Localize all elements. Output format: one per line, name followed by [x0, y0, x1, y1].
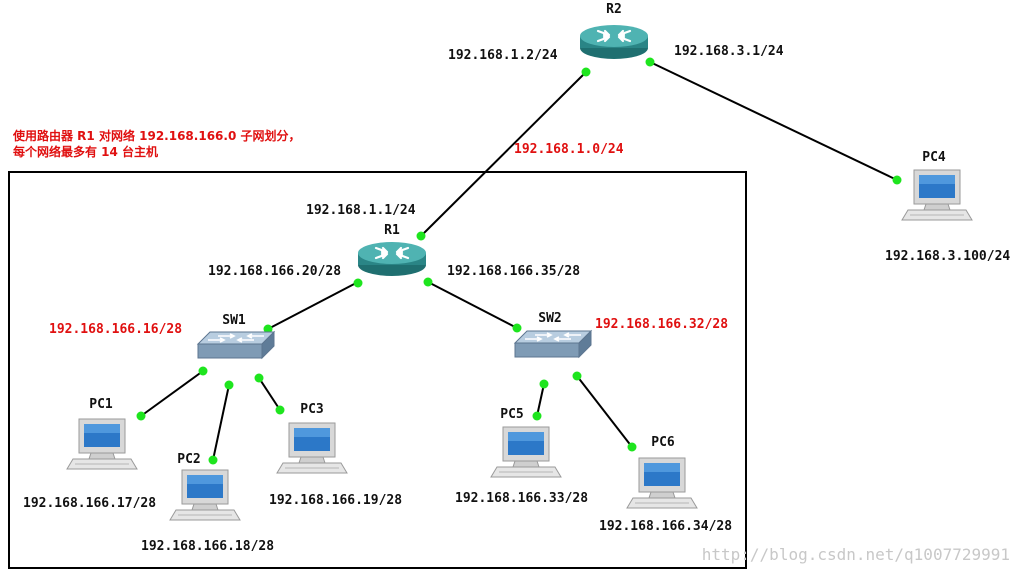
switch-icon-sw1[interactable]: [197, 331, 275, 359]
device-label-pc1: PC1: [89, 397, 113, 412]
link-sw2-pc6: [576, 375, 633, 448]
link-r1-sw1: [267, 281, 359, 330]
subnet-sw2: 192.168.166.32/28: [595, 317, 728, 332]
pc-icon-pc5[interactable]: [490, 426, 562, 478]
link-sw1-pc2: [212, 384, 230, 461]
link-sw1-pc3: [258, 377, 281, 411]
task-note-line1: 使用路由器 R1 对网络 192.168.166.0 子网划分，: [12, 128, 300, 143]
device-label-r2: R2: [606, 2, 622, 17]
device-label-pc5: PC5: [500, 407, 523, 422]
link-r2-pc4: [649, 61, 898, 181]
router-icon-r1[interactable]: [356, 240, 428, 278]
pc-icon-pc3[interactable]: [276, 422, 348, 474]
lan-boundary-box: [8, 171, 747, 569]
switch-icon-sw2[interactable]: [514, 330, 592, 358]
pc-icon-pc1[interactable]: [66, 418, 138, 470]
subnet-sw1: 192.168.166.16/28: [49, 322, 182, 337]
subnet-r1-r2: 192.168.1.0/24: [514, 142, 624, 157]
link-endpoint-dots: [136, 57, 902, 465]
link-r1-sw2: [427, 281, 518, 329]
pc-icon-pc6[interactable]: [626, 457, 698, 509]
addr-r1-up: 192.168.1.1/24: [306, 203, 416, 218]
addr-r2-right: 192.168.3.1/24: [674, 44, 784, 59]
watermark: http://blog.csdn.net/q1007729991: [702, 545, 1010, 564]
addr-pc1: 192.168.166.17/28: [23, 496, 156, 511]
addr-pc3: 192.168.166.19/28: [269, 493, 402, 508]
device-label-sw2: SW2: [538, 311, 561, 326]
device-label-pc3: PC3: [300, 402, 323, 417]
link-sw1-pc1: [140, 370, 204, 417]
device-label-pc6: PC6: [651, 435, 675, 450]
device-label-pc4: PC4: [922, 150, 946, 165]
device-label-sw1: SW1: [222, 313, 246, 328]
addr-pc6: 192.168.166.34/28: [599, 519, 732, 534]
link-r1-r2: [420, 71, 587, 237]
addr-r1-left: 192.168.166.20/28: [208, 264, 341, 279]
router-icon-r2[interactable]: [578, 23, 650, 61]
pc-icon-pc2[interactable]: [169, 469, 241, 521]
addr-pc2: 192.168.166.18/28: [141, 539, 274, 554]
link-sw2-pc5: [536, 383, 545, 417]
addr-pc5: 192.168.166.33/28: [455, 491, 588, 506]
task-note-line2: 每个网络最多有 14 台主机: [13, 144, 158, 159]
pc-icon-pc4[interactable]: [901, 169, 973, 221]
addr-r2-left: 192.168.1.2/24: [448, 48, 558, 63]
device-label-r1: R1: [384, 223, 400, 238]
device-label-pc2: PC2: [177, 452, 200, 467]
addr-pc4: 192.168.3.100/24: [885, 249, 1010, 264]
addr-r1-right: 192.168.166.35/28: [447, 264, 580, 279]
